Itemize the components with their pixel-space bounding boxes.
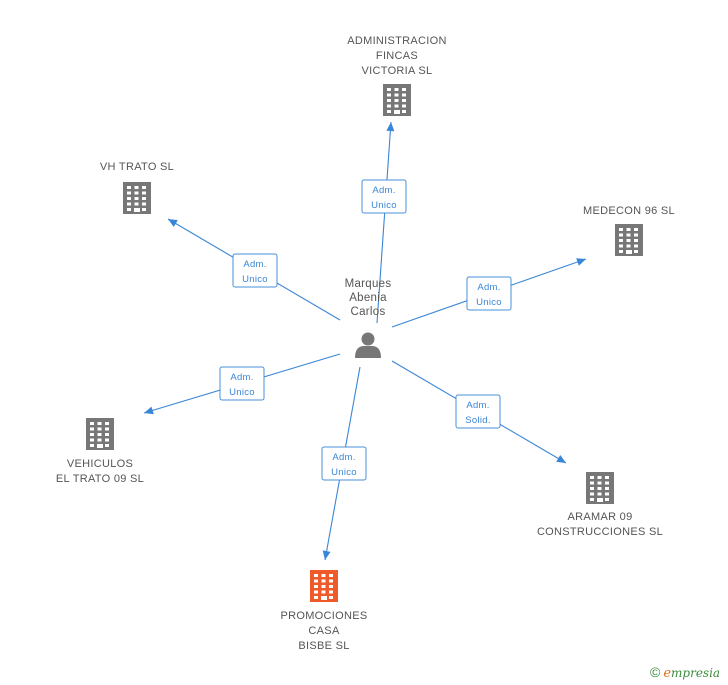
medecon-building-icon[interactable] xyxy=(615,224,643,256)
vehiculos-arrow-icon xyxy=(144,406,154,415)
administracion-role-text-line: Adm. xyxy=(372,185,395,196)
aramar-role-badge[interactable]: Adm. Solid. xyxy=(455,394,501,429)
vh-trato-arrow-icon xyxy=(168,219,178,228)
vehiculos-role-text-line: Unico xyxy=(229,387,255,398)
promociones-role-box xyxy=(321,446,367,481)
person-name-line: Marques xyxy=(345,278,392,290)
vehiculos-name: VEHICULOS EL TRATO 09 SL xyxy=(56,458,144,485)
medecon-role-text-line: Adm. xyxy=(477,282,500,293)
promociones-role-badge[interactable]: Adm. Unico xyxy=(321,446,367,481)
vh-trato-building-icon[interactable] xyxy=(123,182,151,214)
medecon-role-text-line: Unico xyxy=(476,297,502,308)
aramar-name-line: CONSTRUCCIONES SL xyxy=(537,526,663,538)
medecon-role-text: Adm. Unico xyxy=(476,282,502,308)
promociones-role-text-line: Unico xyxy=(331,467,357,478)
aramar-role-text: Adm. Solid. xyxy=(465,400,491,426)
person-name-line: Abenia xyxy=(349,292,387,304)
vh-trato-role-box xyxy=(232,253,278,288)
administracion-role-text-line: Unico xyxy=(371,200,397,211)
vehiculos-role-text: Adm. Unico xyxy=(229,372,255,398)
aramar-arrow-icon xyxy=(556,454,566,463)
vehiculos-role-text-line: Adm. xyxy=(230,372,253,383)
aramar-name-line: ARAMAR 09 xyxy=(567,511,632,523)
aramar-role-box xyxy=(455,394,501,429)
copyright-icon: © xyxy=(650,664,661,680)
promociones-name-line: CASA xyxy=(308,625,340,637)
vehiculos-name-line: VEHICULOS xyxy=(67,458,133,470)
medecon-name-line: MEDECON 96 SL xyxy=(583,205,675,217)
administracion-name-line: FINCAS xyxy=(376,50,418,62)
administracion-role-box xyxy=(361,179,407,214)
empresia-footer: ©empresia xyxy=(650,664,720,681)
brand-logo-name: mpresia xyxy=(671,666,721,680)
aramar-building-icon[interactable] xyxy=(586,472,614,504)
promociones-building-icon[interactable] xyxy=(310,570,338,602)
person-name-line: Carlos xyxy=(350,306,385,318)
vh-trato-role-text: Adm. Unico xyxy=(242,259,268,285)
vehiculos-role-badge[interactable]: Adm. Unico xyxy=(219,366,265,401)
administracion-edge xyxy=(376,121,392,324)
administracion-name-line: ADMINISTRACION xyxy=(347,35,447,47)
brand-logo-initial: e xyxy=(663,666,672,681)
vehiculos-role-box xyxy=(219,366,265,401)
vh-trato-name-line: VH TRATO SL xyxy=(100,161,174,173)
vh-trato-role-text-line: Unico xyxy=(242,274,268,285)
aramar-role-text-line: Solid. xyxy=(465,415,491,426)
medecon-name: MEDECON 96 SL xyxy=(583,205,675,217)
vh-trato-role-text-line: Adm. xyxy=(243,259,266,270)
medecon-role-badge[interactable]: Adm. Unico xyxy=(466,276,512,311)
administracion-role-badge[interactable]: Adm. Unico xyxy=(361,179,407,214)
administracion-role-text: Adm. Unico xyxy=(371,185,397,211)
administracion-building-icon[interactable] xyxy=(383,84,411,116)
medecon-arrow-icon xyxy=(576,258,586,266)
administracion-name: ADMINISTRACION FINCAS VICTORIA SL xyxy=(347,35,447,77)
administracion-arrow-icon xyxy=(386,122,395,132)
aramar-role-text-line: Adm. xyxy=(466,400,489,411)
vh-trato-role-badge[interactable]: Adm. Unico xyxy=(232,253,278,288)
vehiculos-building-icon[interactable] xyxy=(86,418,114,450)
promociones-name-line: PROMOCIONES xyxy=(280,610,367,622)
promociones-name: PROMOCIONES CASA BISBE SL xyxy=(280,610,367,652)
person-icon[interactable] xyxy=(355,332,381,359)
administracion-name-line: VICTORIA SL xyxy=(362,65,433,77)
medecon-role-box xyxy=(466,276,512,311)
promociones-role-text: Adm. Unico xyxy=(331,452,357,478)
vh-trato-name: VH TRATO SL xyxy=(100,161,174,173)
promociones-arrow-icon xyxy=(322,550,331,560)
promociones-role-text-line: Adm. xyxy=(332,452,355,463)
promociones-name-line: BISBE SL xyxy=(298,640,349,652)
vehiculos-name-line: EL TRATO 09 SL xyxy=(56,473,144,485)
aramar-name: ARAMAR 09 CONSTRUCCIONES SL xyxy=(537,511,663,538)
